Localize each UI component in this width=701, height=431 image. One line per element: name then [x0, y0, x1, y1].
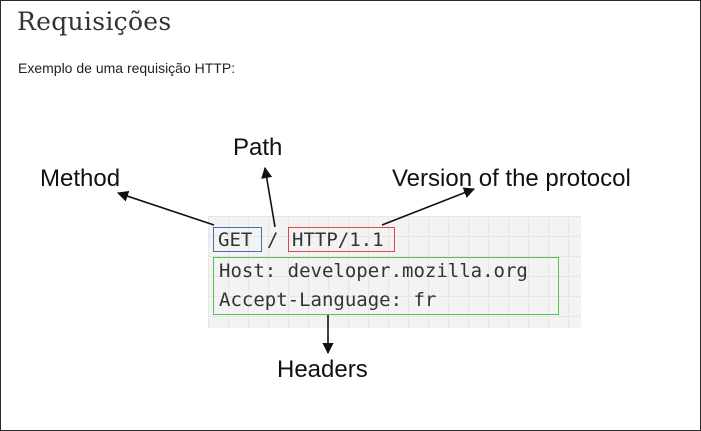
request-version: HTTP/1.1: [292, 229, 384, 251]
page-title: Requisições: [17, 7, 172, 36]
request-path: /: [267, 229, 279, 251]
header-line-accept-language: Accept-Language: fr: [219, 289, 437, 311]
path-arrow: [261, 166, 276, 228]
version-arrow: [381, 187, 476, 226]
headers-highlight-box: [213, 257, 559, 315]
page-subtitle: Exemplo de uma requisição HTTP:: [18, 60, 236, 76]
method-arrow: [116, 190, 215, 226]
request-method: GET: [218, 229, 253, 251]
version-highlight-box: [288, 227, 395, 252]
method-highlight-box: [213, 227, 262, 252]
header-line-host: Host: developer.mozilla.org: [219, 260, 528, 282]
label-method: Method: [40, 165, 121, 192]
label-headers: Headers: [277, 356, 368, 383]
label-path: Path: [233, 134, 283, 161]
label-version: Version of the protocol: [392, 165, 631, 192]
